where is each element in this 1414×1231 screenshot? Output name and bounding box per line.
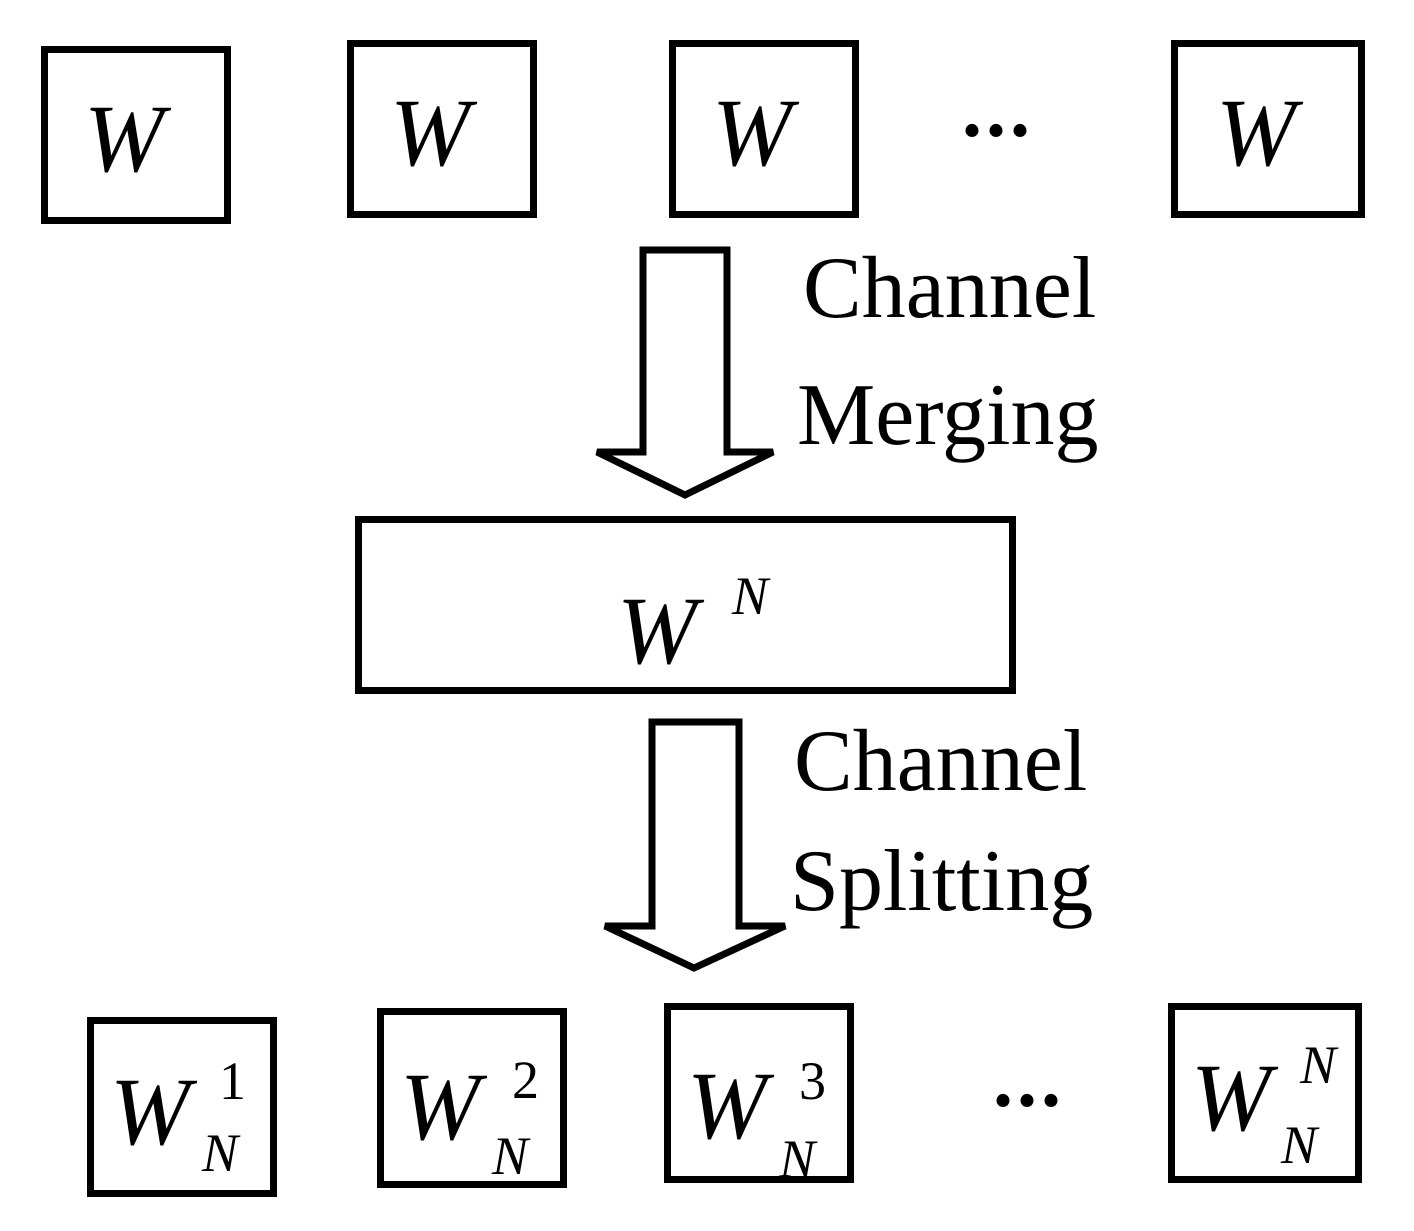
- split-arrow-shape: [603, 718, 787, 972]
- channel-box-3: W: [669, 40, 859, 218]
- top-ellipsis: ...: [962, 66, 1034, 154]
- split-subscript: N: [1281, 1115, 1318, 1175]
- merge-label-line2: Merging: [797, 367, 1099, 464]
- bottom-ellipsis: ...: [993, 1036, 1065, 1124]
- split-symbol: W: [1191, 1044, 1271, 1151]
- split-channel-box-3: W 3 N: [664, 1003, 854, 1189]
- combined-channel-box: W N: [355, 516, 1016, 694]
- channel-symbol: W: [84, 85, 164, 192]
- split-superscript: 3: [799, 1051, 826, 1111]
- channel-box-4: W: [1171, 40, 1365, 218]
- channel-symbol: W: [390, 79, 470, 186]
- channel-symbol: W: [712, 79, 792, 186]
- split-symbol: W: [400, 1053, 480, 1160]
- split-subscript: N: [779, 1129, 816, 1189]
- split-symbol: W: [687, 1052, 767, 1159]
- channel-box-2: W: [347, 40, 537, 218]
- split-superscript: N: [1300, 1035, 1337, 1095]
- merge-label-line1: Channel: [803, 240, 1097, 337]
- combined-superscript: N: [732, 566, 769, 626]
- split-label-line1: Channel: [794, 713, 1088, 810]
- combined-symbol: W: [617, 577, 697, 684]
- merge-arrow-shape: [595, 246, 775, 499]
- split-subscript: N: [202, 1123, 239, 1183]
- split-symbol: W: [110, 1058, 190, 1165]
- split-superscript: 2: [512, 1050, 539, 1110]
- split-channel-box-2: W 2 N: [377, 1008, 567, 1188]
- split-label-line2: Splitting: [790, 833, 1094, 930]
- split-channel-box-1: W 1 N: [87, 1017, 277, 1197]
- channel-symbol: W: [1216, 79, 1296, 186]
- channel-box-1: W: [41, 46, 231, 224]
- split-subscript: N: [492, 1126, 529, 1186]
- split-superscript: 1: [219, 1051, 246, 1111]
- split-channel-box-4: W N N: [1168, 1003, 1362, 1183]
